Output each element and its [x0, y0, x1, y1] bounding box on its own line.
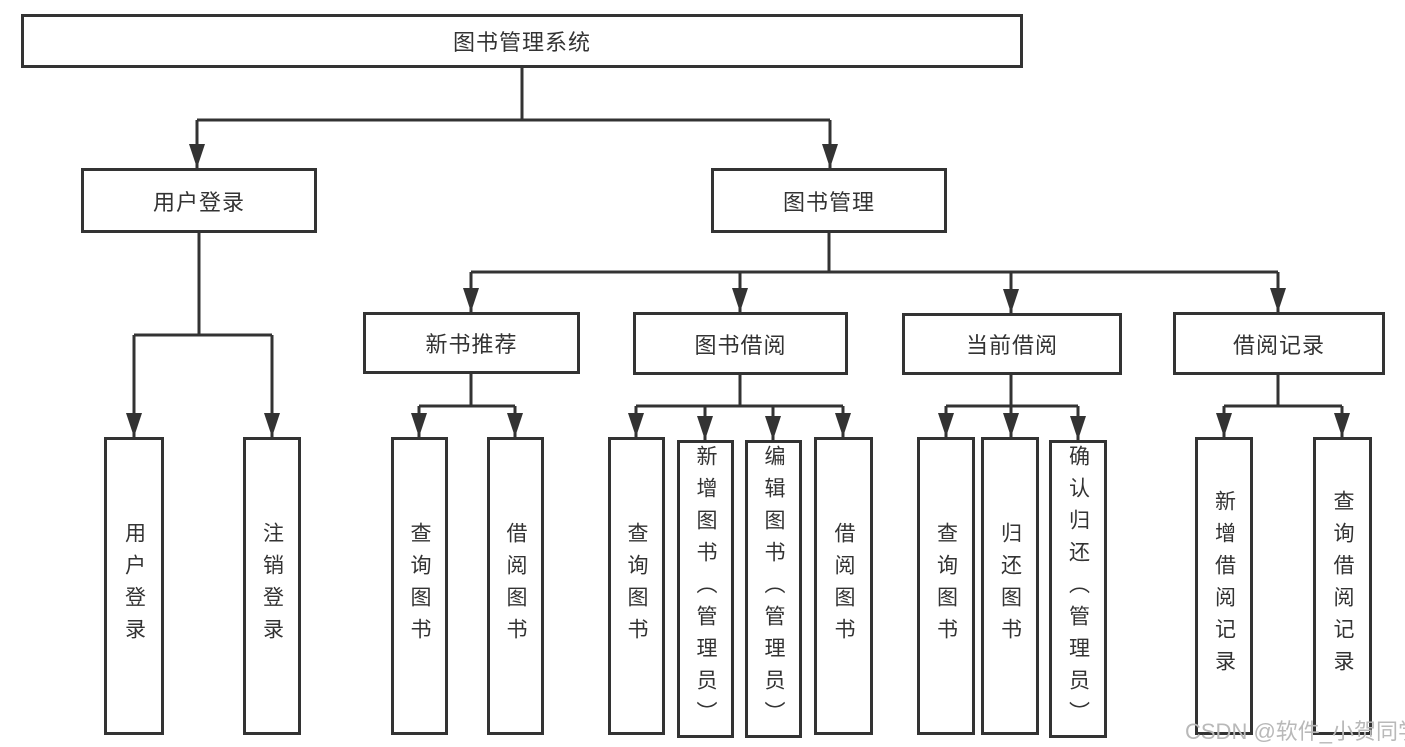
node-borrowing-records: 借阅记录 [1173, 312, 1385, 375]
leaf-query-book-1: 查询图书 [391, 437, 448, 735]
watermark: CSDN @软件_小贺同学 [1185, 719, 1405, 744]
leaf-return-book: 归还图书 [981, 437, 1039, 735]
leaf-borrow-book-2: 借阅图书 [814, 437, 873, 735]
leaf-borrow-book-1: 借阅图书 [487, 437, 544, 735]
node-root: 图书管理系统 [21, 14, 1023, 68]
leaf-query-book-2: 查询图书 [608, 437, 665, 735]
node-book-management: 图书管理 [711, 168, 947, 233]
leaf-query-book-3: 查询图书 [917, 437, 975, 735]
node-book-borrowing: 图书借阅 [633, 312, 848, 375]
node-current-borrowing: 当前借阅 [902, 313, 1122, 375]
leaf-edit-book-admin: 编辑图书（管理员） [745, 440, 802, 738]
node-new-book-recommendation: 新书推荐 [363, 312, 580, 374]
leaf-add-borrow-record: 新增借阅记录 [1195, 437, 1253, 735]
leaf-user-login: 用户登录 [104, 437, 164, 735]
leaf-query-borrow-record: 查询借阅记录 [1313, 437, 1372, 735]
leaf-confirm-return-admin: 确认归还（管理员） [1049, 440, 1107, 738]
node-user-login: 用户登录 [81, 168, 317, 233]
leaf-add-book-admin: 新增图书（管理员） [677, 440, 734, 738]
leaf-logout: 注销登录 [243, 437, 301, 735]
